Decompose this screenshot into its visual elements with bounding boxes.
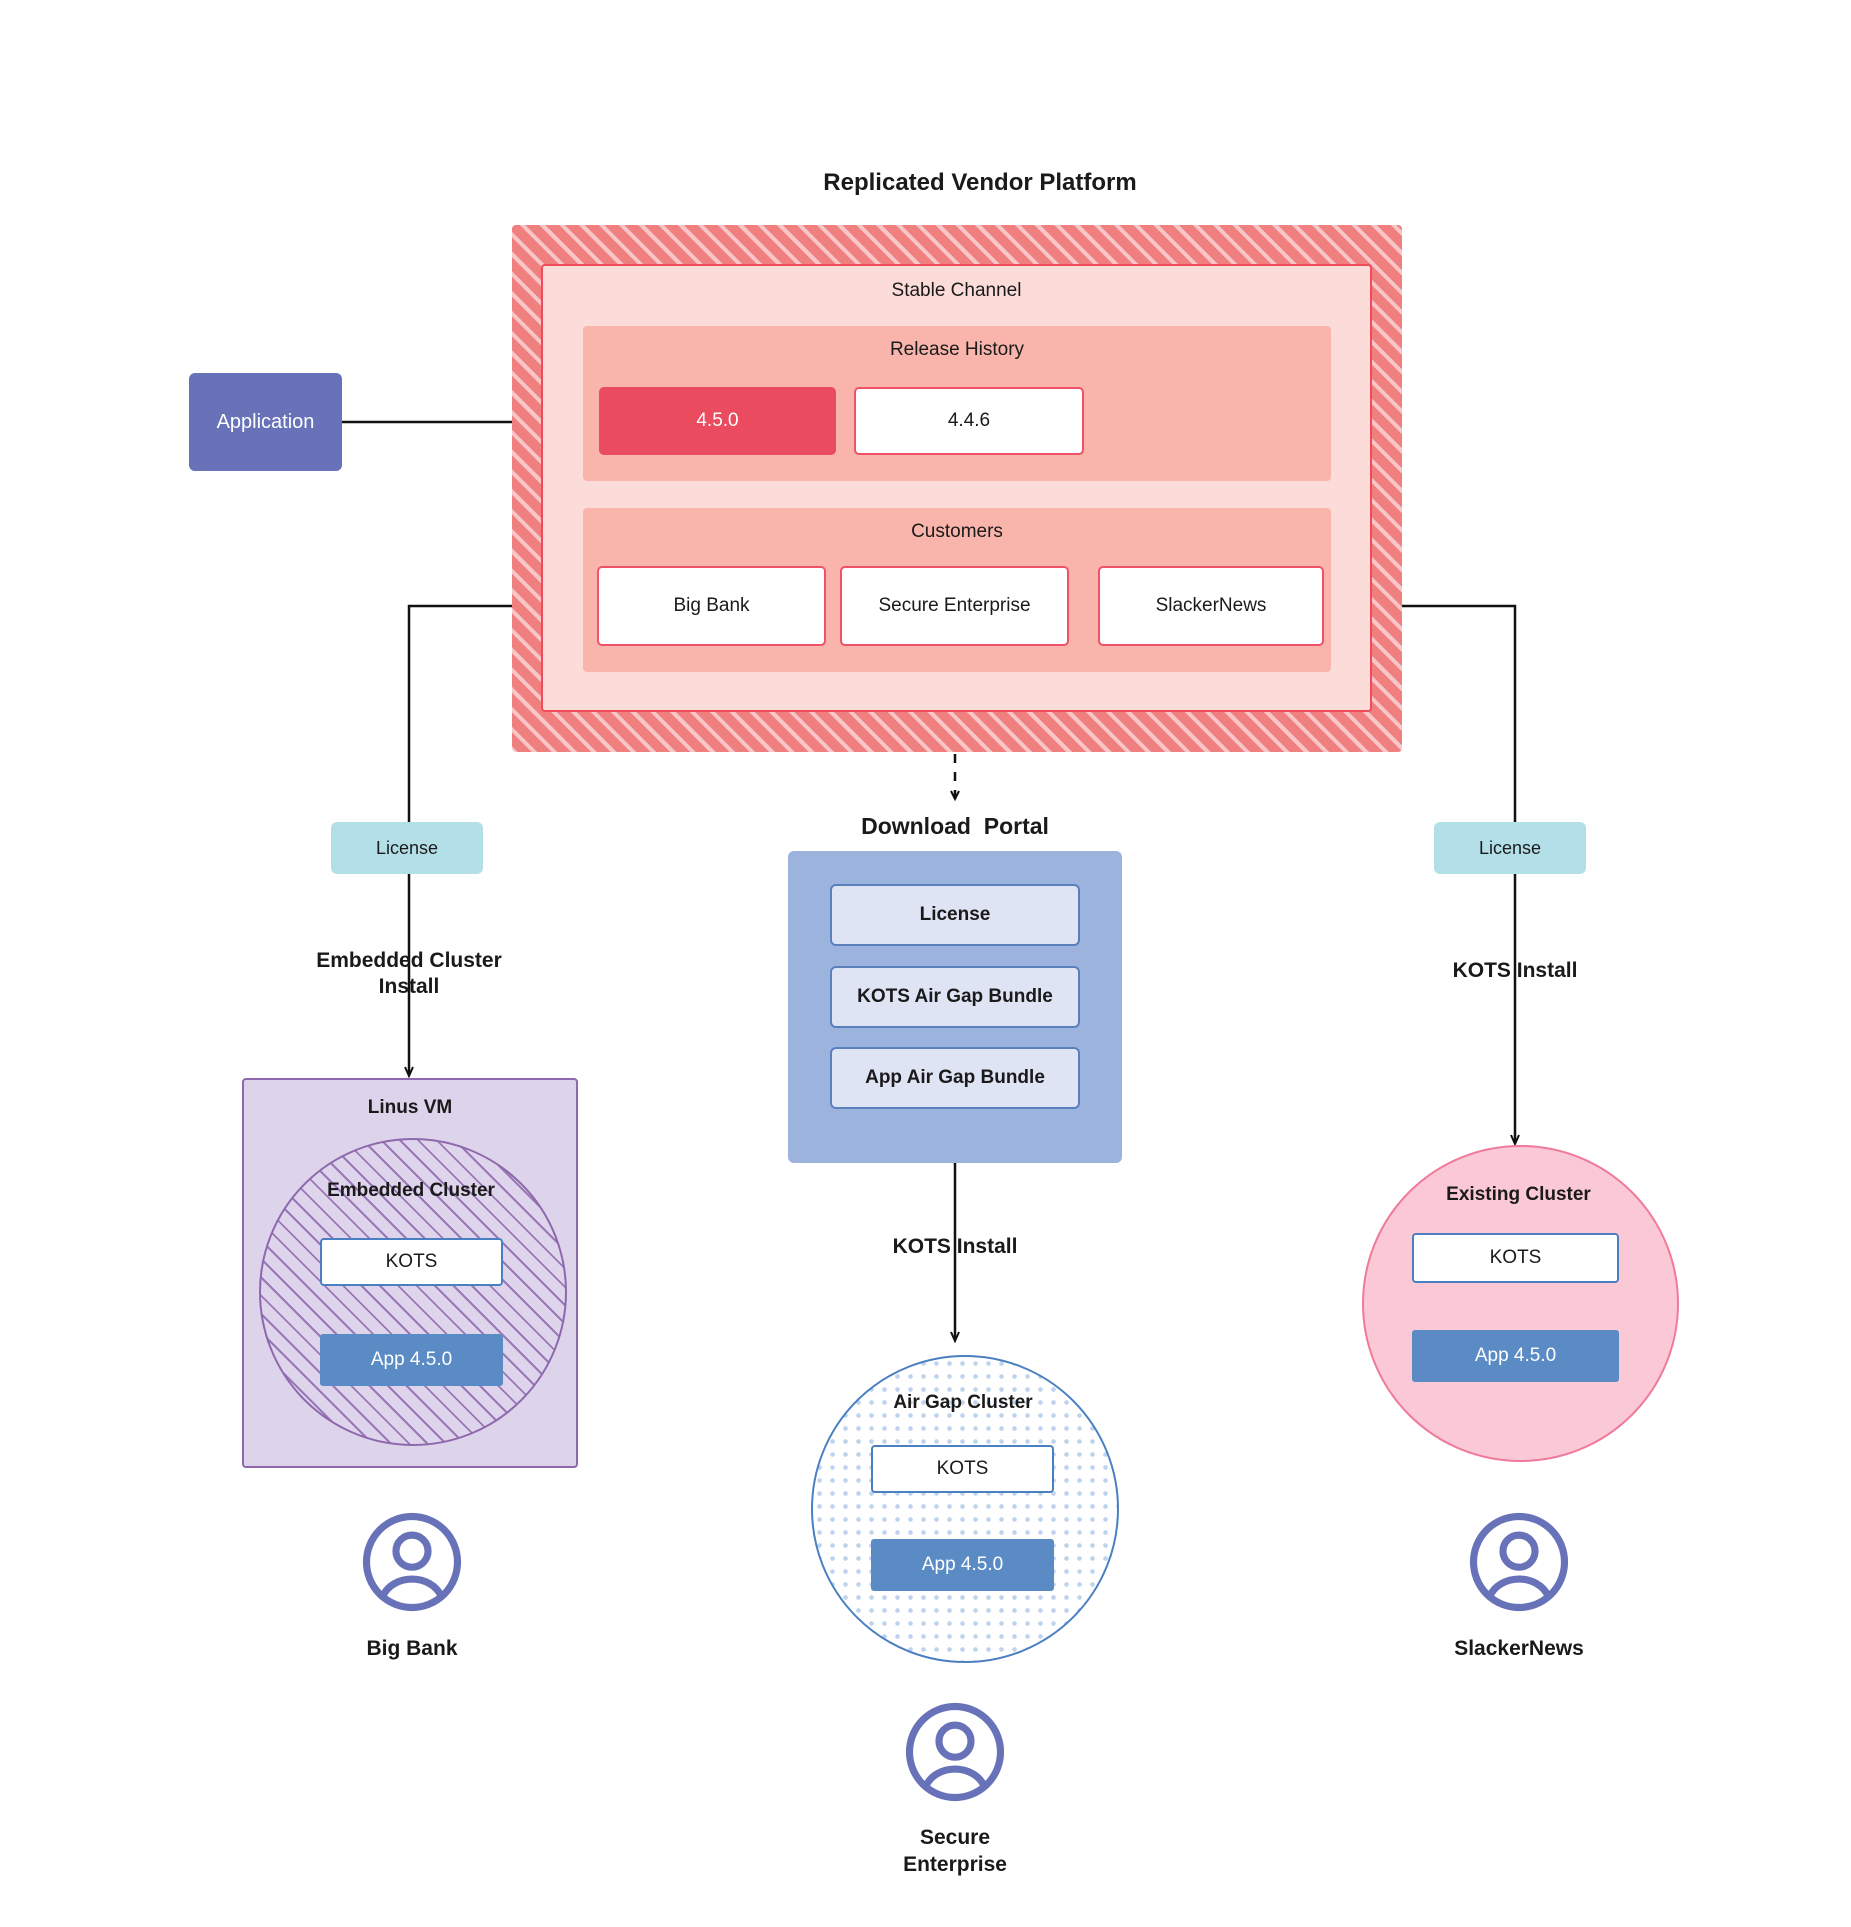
release-box-current[interactable]: 4.5.0 [599, 387, 836, 455]
air-gap-cluster-title: Air Gap Cluster [893, 1392, 1033, 1413]
avatar-big-bank [360, 1510, 464, 1619]
air-gap-cluster-circle [811, 1355, 1119, 1663]
kots-box-airgap[interactable]: KOTS [871, 1445, 1054, 1493]
flow-label-embedded-cluster-install: Embedded Cluster Install [316, 949, 502, 999]
flow-label-kots-install-right: KOTS Install [1452, 959, 1578, 982]
customers-title: Customers [911, 521, 1003, 542]
download-portal-title: Download Portal [861, 813, 1049, 839]
customer-box-slackernews[interactable]: SlackerNews [1098, 566, 1324, 646]
application-node[interactable]: Application [189, 373, 342, 471]
persona-label-big-bank: Big Bank [366, 1637, 458, 1660]
customer-box-secure-enterprise[interactable]: Secure Enterprise [840, 566, 1069, 646]
existing-cluster-title: Existing Cluster [1446, 1184, 1591, 1205]
persona-label-secure-enterprise: Secure Enterprise [903, 1826, 1007, 1877]
release-box-previous[interactable]: 4.4.6 [854, 387, 1084, 455]
stable-channel-title: Stable Channel [891, 280, 1022, 301]
flow-label-kots-install-middle: KOTS Install [892, 1235, 1018, 1258]
linus-vm-title: Linus VM [367, 1097, 453, 1118]
app-box-embedded[interactable]: App 4.5.0 [320, 1334, 503, 1386]
embedded-cluster-circle [259, 1138, 567, 1446]
license-chip-right[interactable]: License [1434, 822, 1586, 874]
license-chip-left[interactable]: License [331, 822, 483, 874]
kots-box-existing[interactable]: KOTS [1412, 1233, 1619, 1283]
release-history-title: Release History [889, 339, 1025, 360]
existing-cluster-circle [1362, 1145, 1679, 1462]
portal-item-license[interactable]: License [830, 884, 1080, 946]
embedded-cluster-title: Embedded Cluster [327, 1180, 495, 1201]
persona-label-slackernews: SlackerNews [1454, 1637, 1584, 1660]
avatar-secure-enterprise [903, 1700, 1007, 1809]
portal-item-app-air-gap-bundle[interactable]: App Air Gap Bundle [830, 1047, 1080, 1109]
page-title: Replicated Vendor Platform [823, 169, 1137, 196]
app-box-airgap[interactable]: App 4.5.0 [871, 1539, 1054, 1591]
kots-box-embedded[interactable]: KOTS [320, 1238, 503, 1286]
customer-box-big-bank[interactable]: Big Bank [597, 566, 826, 646]
avatar-slackernews [1467, 1510, 1571, 1619]
portal-item-kots-air-gap-bundle[interactable]: KOTS Air Gap Bundle [830, 966, 1080, 1028]
app-box-existing[interactable]: App 4.5.0 [1412, 1330, 1619, 1382]
